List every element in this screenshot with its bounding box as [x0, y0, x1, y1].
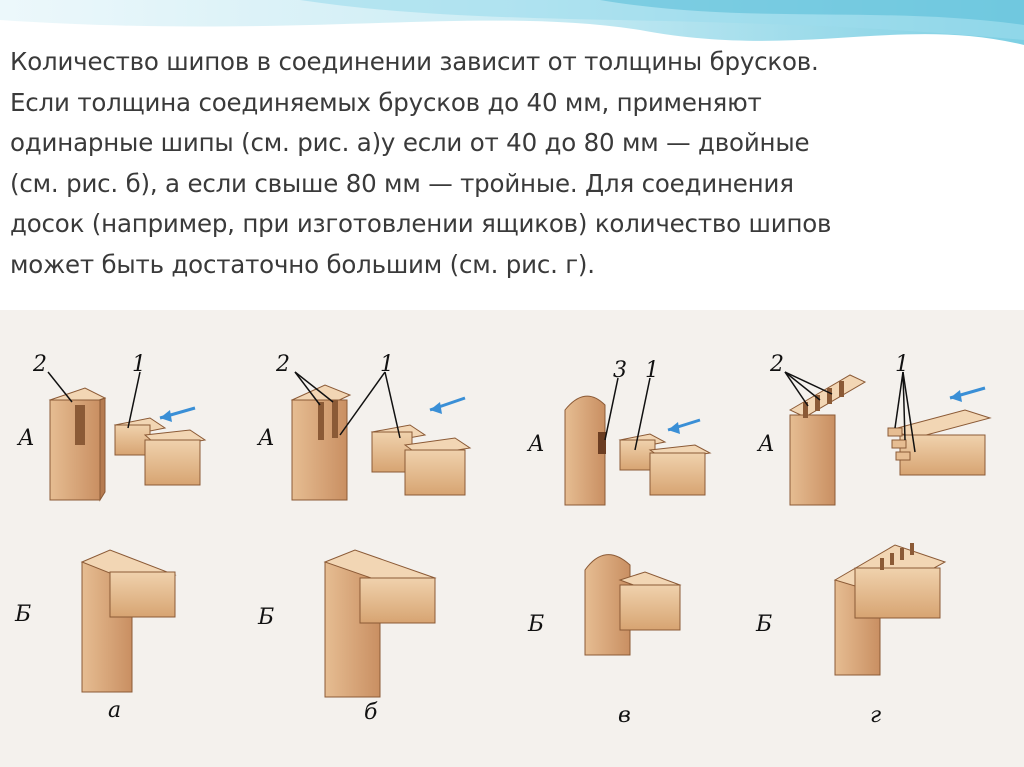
joint-a-bottom	[80, 549, 177, 693]
callout-g-1: 1	[895, 352, 909, 377]
callout-b-2: 2	[276, 352, 290, 377]
column-label-g: г	[870, 703, 882, 728]
joint-v-top	[564, 395, 712, 506]
column-label-v: в	[618, 703, 631, 728]
paragraph-line-6: может быть достаточно большим (см. рис. …	[10, 249, 595, 279]
row-label-top-g: А	[758, 432, 775, 457]
row-label-top-b: А	[258, 426, 275, 451]
joint-v-bottom	[584, 554, 682, 656]
callout-v-3: 3	[613, 358, 627, 383]
column-label-b: б	[364, 700, 378, 725]
callout-g-2: 2	[770, 352, 784, 377]
callout-a-1: 1	[132, 352, 146, 377]
callout-lines	[47, 371, 916, 453]
row-label-bottom-g: Б	[756, 612, 773, 637]
callout-a-2: 2	[33, 352, 47, 377]
header-wave-decoration	[0, 0, 1024, 45]
row-label-bottom-a: Б	[15, 602, 32, 627]
joint-a-top	[48, 387, 207, 502]
callout-v-1: 1	[645, 358, 659, 383]
row-label-bottom-v: Б	[528, 612, 545, 637]
body-paragraph: Количество шипов в соединении зависит от…	[10, 42, 1010, 285]
paragraph-line-2: Если толщина соединяемых брусков до 40 м…	[10, 87, 762, 117]
column-label-a: а	[108, 698, 122, 723]
row-label-top-a: А	[18, 426, 35, 451]
callout-b-1: 1	[380, 352, 394, 377]
paragraph-line-5: досок (например, при изготовлении ящиков…	[10, 209, 832, 238]
joint-b-bottom	[323, 549, 437, 698]
joint-g-bottom	[833, 543, 947, 676]
paragraph-line-4: (см. рис. б), а если свыше 80 мм — тройн…	[10, 168, 794, 198]
joint-g-top	[788, 374, 992, 506]
row-label-top-v: А	[528, 432, 545, 457]
paragraph-line-1: Количество шипов в соединении зависит от…	[10, 47, 819, 76]
joint-figure	[47, 371, 992, 698]
row-label-bottom-b: Б	[258, 605, 275, 630]
paragraph-line-3: одинарные шипы (см. рис. а)у если от 40 …	[10, 128, 810, 157]
